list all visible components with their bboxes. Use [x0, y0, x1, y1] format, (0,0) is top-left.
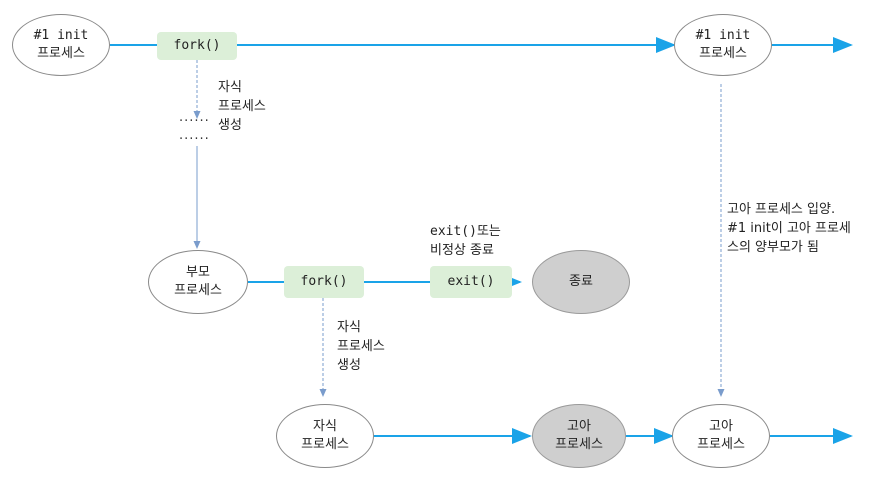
orphan-line2: 프로세스 — [555, 437, 603, 452]
parent-process: 부모 프로세스 — [148, 250, 248, 314]
init-left-line2: 프로세스 — [37, 46, 85, 61]
init-left-line1: #1 init — [33, 28, 89, 43]
orphan-line1: 고아 — [567, 419, 591, 434]
exit-box: exit() — [430, 266, 512, 298]
note-line: 프로세스 — [218, 99, 266, 114]
parent-line1: 부모 — [186, 265, 210, 280]
init-right-line2: 프로세스 — [699, 46, 747, 61]
terminated-label: 종료 — [569, 274, 593, 289]
note-line: #1 init이 고아 프로세 — [727, 221, 851, 236]
note-line: 스의 양부모가 됨 — [727, 240, 819, 255]
note-line: 자식 — [218, 80, 242, 95]
ellipsis-top: ...... — [179, 110, 210, 125]
fork-box-mid: fork() — [284, 266, 364, 298]
init-right-line1: #1 init — [695, 28, 751, 43]
child-create-note-top: 자식 프로세스 생성 — [218, 78, 266, 135]
note-line: 생성 — [337, 358, 361, 373]
terminated-node: 종료 — [532, 250, 630, 314]
parent-line2: 프로세스 — [174, 283, 222, 298]
note-line: 자식 — [337, 320, 361, 335]
adopted-line2: 프로세스 — [697, 437, 745, 452]
child-line1: 자식 — [313, 419, 337, 434]
adopted-orphan-process: 고아 프로세스 — [672, 404, 770, 468]
note-line: exit()또는 — [430, 224, 501, 239]
child-process: 자식 프로세스 — [276, 404, 374, 468]
exit-note: exit()또는 비정상 종료 — [430, 222, 501, 260]
note-line: 비정상 종료 — [430, 243, 494, 258]
adoption-note: 고아 프로세스 입양. #1 init이 고아 프로세 스의 양부모가 됨 — [727, 200, 851, 257]
fork-box-top: fork() — [157, 32, 237, 60]
child-line2: 프로세스 — [301, 437, 349, 452]
init-process-left: #1 init 프로세스 — [12, 14, 110, 76]
note-line: 고아 프로세스 입양. — [727, 202, 836, 217]
init-process-right: #1 init 프로세스 — [674, 14, 772, 76]
note-line: 생성 — [218, 118, 242, 133]
adopted-line1: 고아 — [709, 419, 733, 434]
note-line: 프로세스 — [337, 339, 385, 354]
ellipsis-bottom: ...... — [179, 128, 210, 143]
orphan-process: 고아 프로세스 — [532, 404, 626, 468]
child-create-note-mid: 자식 프로세스 생성 — [337, 318, 385, 375]
